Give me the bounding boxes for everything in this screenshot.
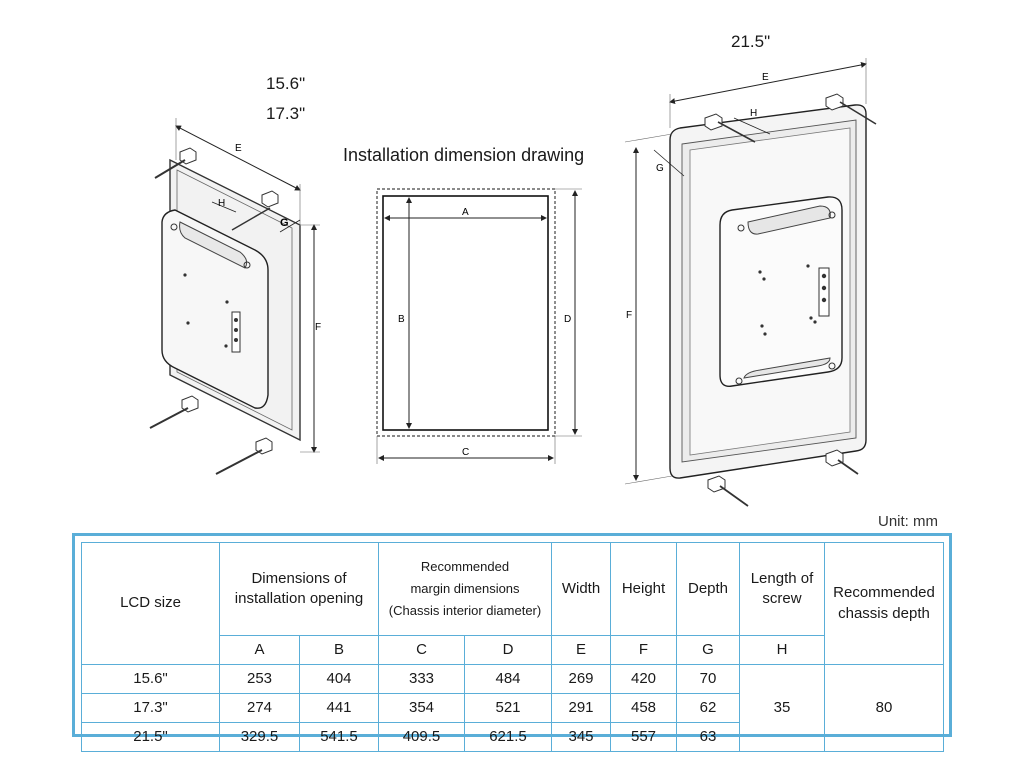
subheader-d: D — [464, 635, 552, 665]
subheader-e: E — [551, 635, 611, 665]
dim-g-large: G — [656, 163, 664, 174]
dim-f-large: F — [626, 310, 632, 321]
subheader-a: A — [219, 635, 300, 665]
cell-c: 333 — [378, 664, 465, 694]
size-label-15-6: 15.6" — [266, 74, 306, 93]
cell-c: 409.5 — [378, 722, 465, 752]
dim-a: A — [462, 207, 469, 218]
cell-e: 345 — [551, 722, 611, 752]
dim-h-large: H — [750, 108, 757, 119]
dim-g-small: G — [280, 217, 289, 229]
header-lcd-size: LCD size — [81, 542, 220, 665]
cell-f: 420 — [610, 664, 677, 694]
cell-d: 484 — [464, 664, 552, 694]
size-label-21-5: 21.5" — [731, 32, 771, 51]
header-chassis-depth: Recommended chassis depth — [824, 542, 944, 665]
subheader-c: C — [378, 635, 465, 665]
cell-chassis-depth: 80 — [824, 664, 944, 752]
dim-e-small: E — [235, 143, 242, 154]
dim-e-large: E — [762, 72, 769, 83]
cell-g: 63 — [676, 722, 740, 752]
cell-b: 441 — [299, 693, 379, 723]
cell-f: 458 — [610, 693, 677, 723]
installation-opening-drawing: A B C D — [376, 188, 582, 464]
size-label-17-3: 17.3" — [266, 104, 306, 123]
dim-f-small: F — [315, 322, 321, 333]
header-margin: Recommended margin dimensions (Chassis i… — [378, 542, 552, 636]
unit-label: Unit: mm — [878, 513, 938, 530]
dim-h-small: H — [218, 198, 225, 209]
drawing-title: Installation dimension drawing — [343, 145, 585, 165]
header-opening: Dimensions of installation opening — [219, 542, 379, 636]
cell-g: 62 — [676, 693, 740, 723]
spec-table-frame: LCD size Dimensions of installation open… — [72, 533, 952, 752]
cell-a: 253 — [219, 664, 300, 694]
subheader-f: F — [610, 635, 677, 665]
monitor-drawing-small: E F H G — [149, 118, 321, 475]
cell-b: 404 — [299, 664, 379, 694]
subheader-g: G — [676, 635, 740, 665]
header-width: Width — [551, 542, 611, 636]
cell-d: 621.5 — [464, 722, 552, 752]
cell-a: 329.5 — [219, 722, 300, 752]
cell-size: 15.6" — [81, 664, 220, 694]
header-height: Height — [610, 542, 677, 636]
spec-table: LCD size Dimensions of installation open… — [81, 542, 944, 752]
dim-d: D — [564, 314, 571, 325]
cell-c: 354 — [378, 693, 465, 723]
table-row: 17.3" 274 441 354 521 291 458 62 — [81, 693, 944, 723]
cell-d: 521 — [464, 693, 552, 723]
dim-b: B — [398, 314, 405, 325]
table-row: 15.6" 253 404 333 484 269 420 70 35 80 — [81, 664, 944, 752]
cell-a: 274 — [219, 693, 300, 723]
cell-size: 17.3" — [81, 693, 220, 723]
cell-g: 70 — [676, 664, 740, 694]
table-header-row: LCD size Dimensions of installation open… — [81, 542, 944, 665]
monitor-drawing-large: E F G H — [624, 58, 877, 507]
cell-size: 21.5" — [81, 722, 220, 752]
cell-b: 541.5 — [299, 722, 379, 752]
subheader-h: H — [739, 635, 825, 665]
cell-f: 557 — [610, 722, 677, 752]
cell-e: 269 — [551, 664, 611, 694]
dim-c: C — [462, 447, 469, 458]
cell-screw-length: 35 — [739, 664, 825, 752]
subheader-b: B — [299, 635, 379, 665]
cell-e: 291 — [551, 693, 611, 723]
header-screw: Length of screw — [739, 542, 825, 636]
table-row: 21.5" 329.5 541.5 409.5 621.5 345 557 63 — [81, 722, 944, 752]
table-subheader-row: A B C D E F G H — [82, 635, 944, 665]
header-depth: Depth — [676, 542, 740, 636]
